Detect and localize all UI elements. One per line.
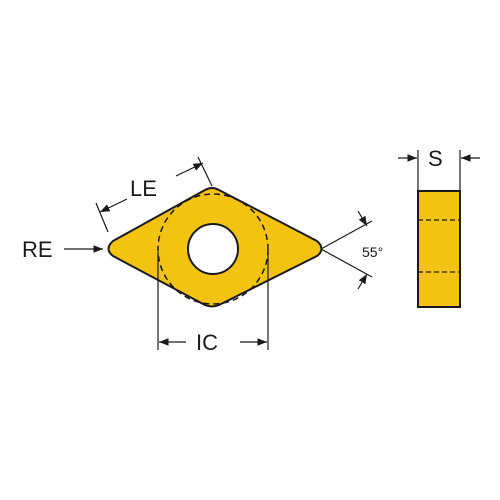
ic-label: IC	[196, 330, 218, 355]
le-label: LE	[130, 176, 157, 201]
s-dimension	[398, 150, 480, 190]
center-hole	[187, 223, 239, 275]
angle-dimension	[320, 210, 373, 290]
re-label: RE	[22, 237, 53, 262]
inscribed-circle	[157, 193, 269, 305]
s-label: S	[428, 146, 443, 171]
angle-label: 55°	[362, 244, 383, 260]
insert-side-view	[417, 190, 461, 308]
ic-dimension	[157, 252, 269, 350]
le-dimension	[95, 156, 213, 233]
